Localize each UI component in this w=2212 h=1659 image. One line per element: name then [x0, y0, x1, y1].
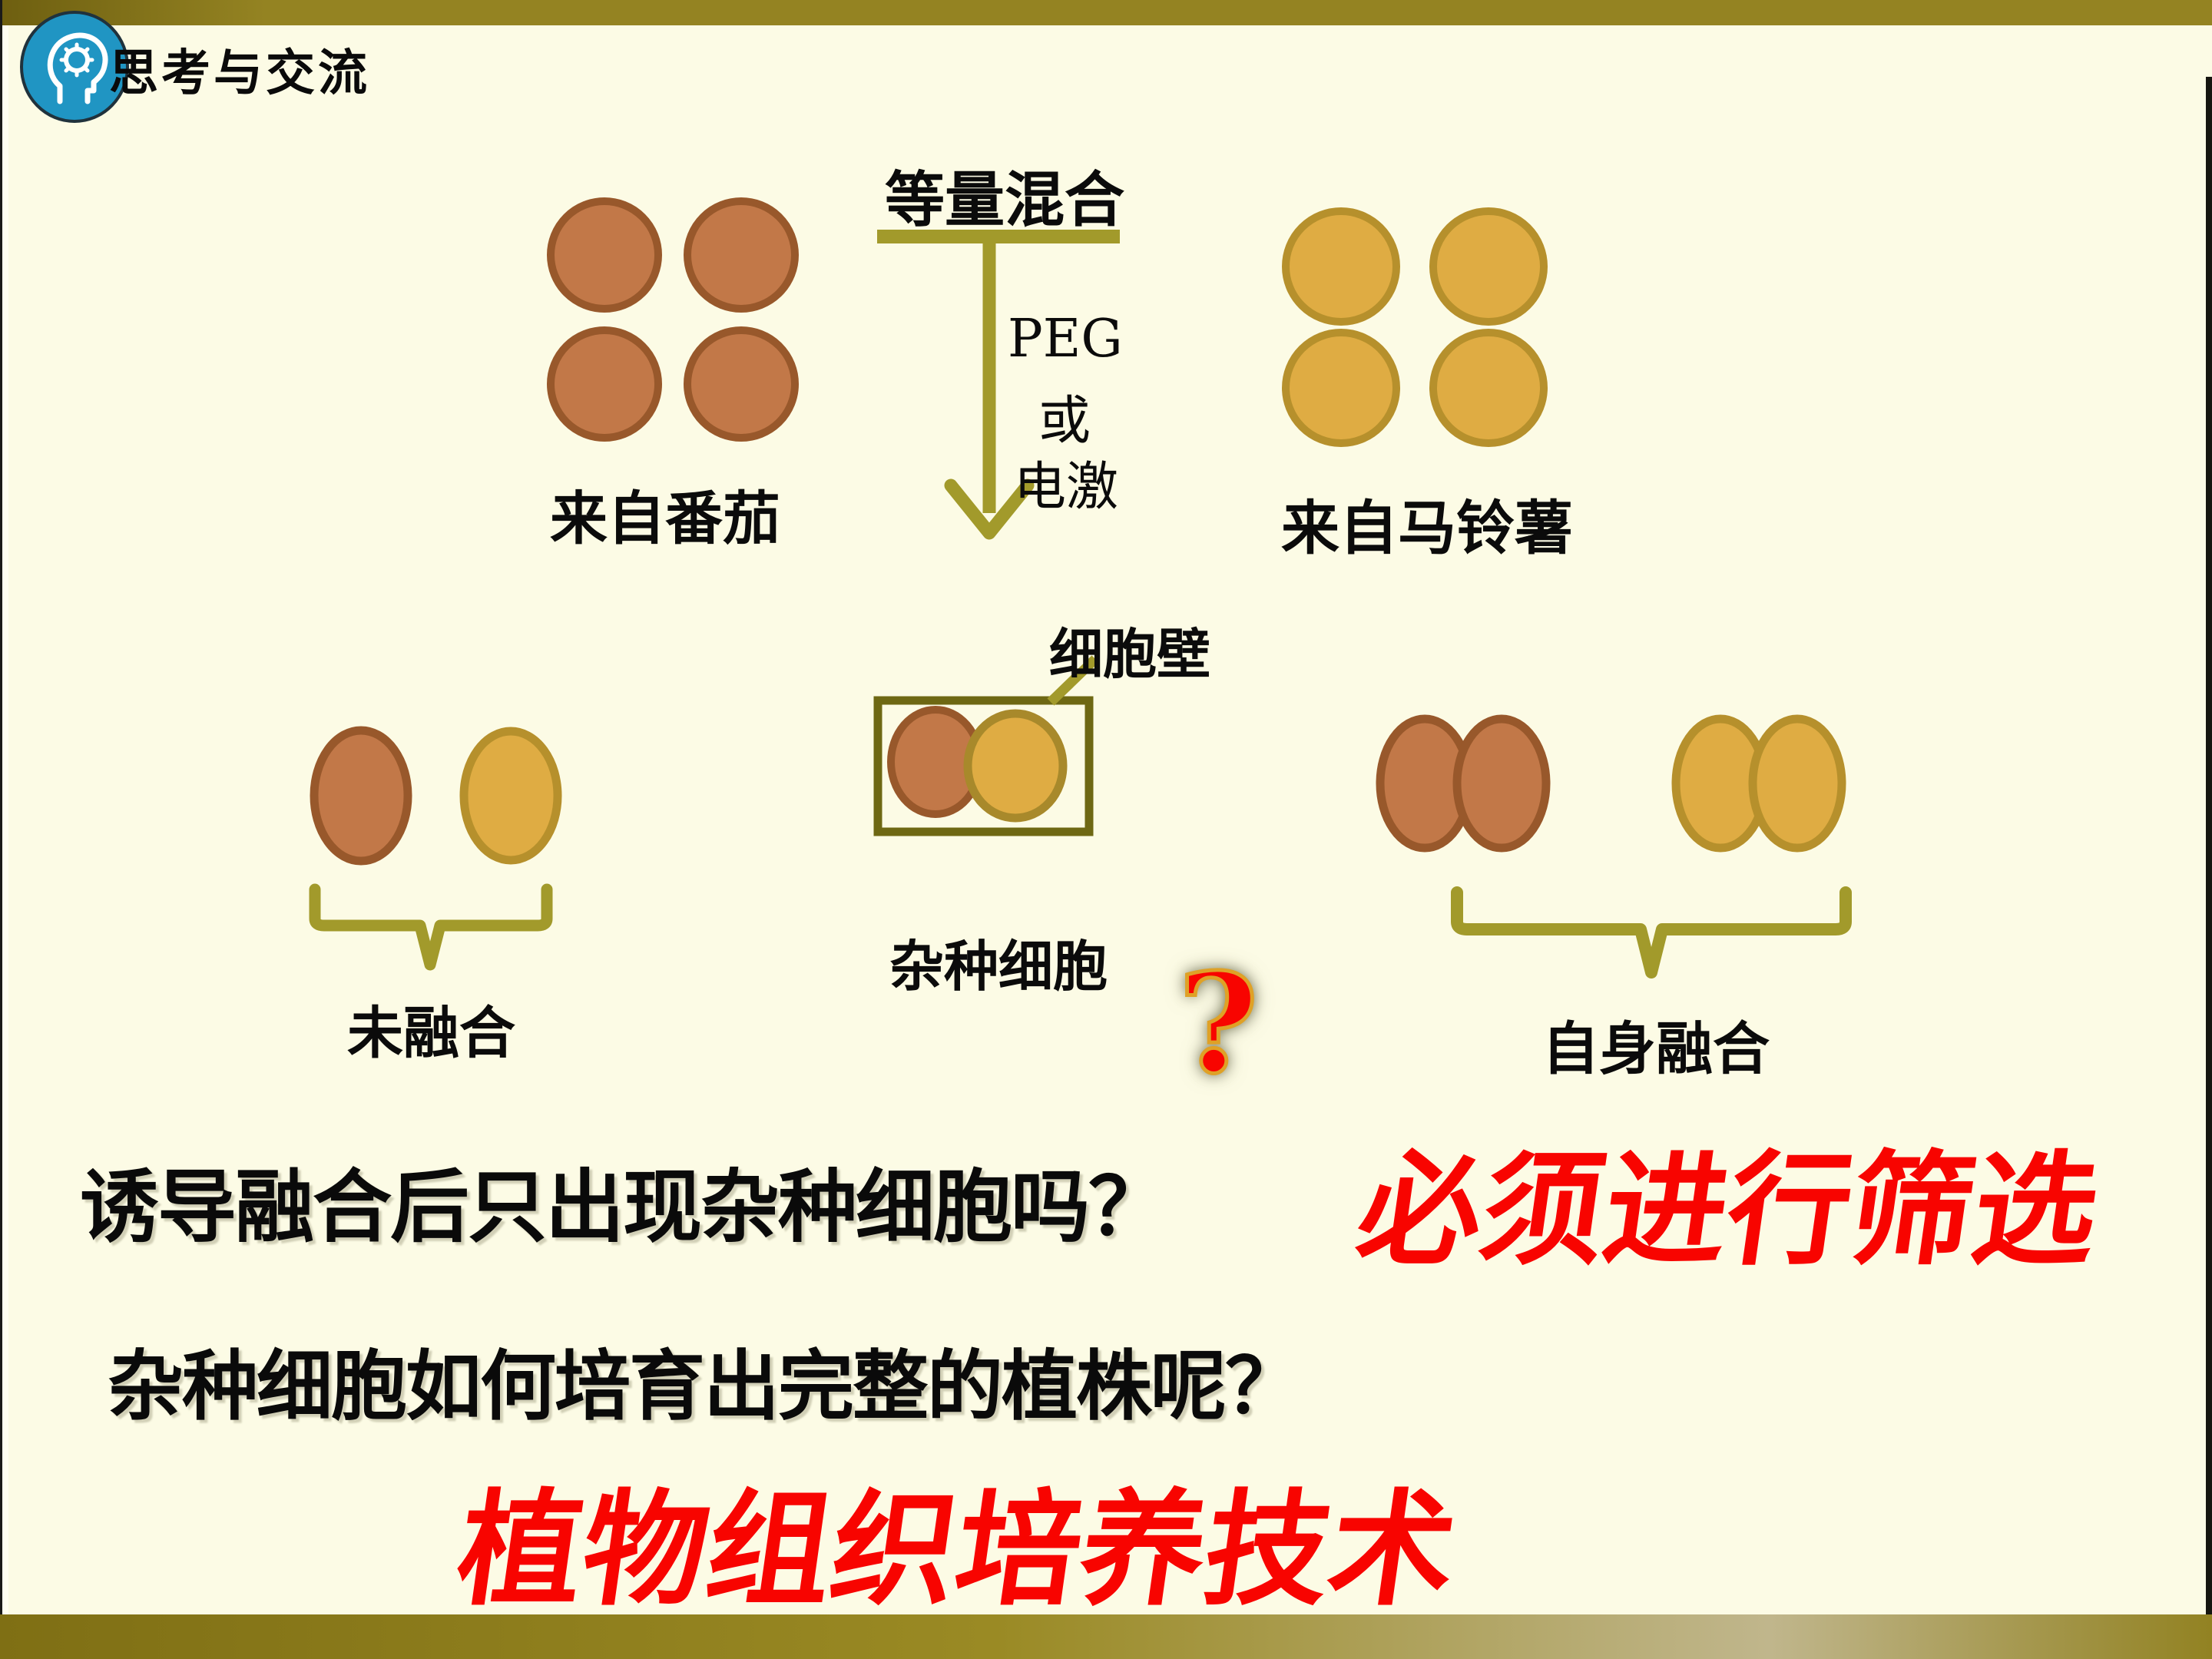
- method-or-label: 或: [1038, 391, 1091, 452]
- tomato-cell: [684, 326, 799, 442]
- potato-cell: [1429, 207, 1548, 326]
- self-fused-potato-pair: [1671, 714, 1846, 853]
- top-gold-bar: [0, 0, 2212, 25]
- method-shock-label: 电激: [1014, 457, 1119, 518]
- thinking-head-icon: [20, 11, 129, 123]
- cell-wall-box: [873, 696, 1094, 836]
- tomato-cell-group: [547, 197, 799, 442]
- potato-source-label: 来自马铃薯: [1281, 494, 1573, 562]
- cell-wall-label: 细胞壁: [1049, 622, 1210, 686]
- potato-cell: [1429, 329, 1548, 447]
- tomato-cell: [547, 197, 662, 313]
- bottom-gold-bar: [0, 1614, 2212, 1659]
- unfused-brace: [309, 883, 553, 971]
- hybrid-cell-label: 杂种细胞: [889, 934, 1108, 998]
- question-line-1: 诱导融合后只出现杂种细胞吗？: [80, 1161, 1167, 1253]
- question-mark: ?: [1176, 942, 1260, 1106]
- method-peg-label: PEG: [1008, 309, 1123, 369]
- tomato-source-label: 来自番茄: [550, 485, 781, 552]
- tomato-cell: [684, 197, 799, 313]
- question-line-2: 杂种细胞如何培育出完整的植株呢？: [108, 1343, 1301, 1431]
- unfused-label: 未融合: [347, 1000, 515, 1066]
- self-fused-brace: [1451, 886, 1852, 979]
- page-title: 思考与交流: [109, 45, 370, 102]
- hybrid-cell-potato-half: [963, 709, 1068, 823]
- answer-screening: 必须进行筛选: [1349, 1138, 2108, 1282]
- unfused-tomato-cell: [310, 726, 412, 866]
- fused-potato-cell: [1748, 714, 1846, 853]
- left-highlight-strip: [2, 25, 8, 1614]
- mix-label: 等量混合: [885, 165, 1125, 235]
- self-fused-tomato-pair: [1376, 714, 1551, 853]
- potato-cell: [1282, 329, 1400, 447]
- unfused-potato-cell: [459, 727, 562, 865]
- fused-tomato-cell: [1452, 714, 1551, 853]
- arrowhead-icon: [944, 478, 1035, 540]
- cell-wall-pointer-line: [1047, 655, 1099, 706]
- right-edge-strip: [2206, 77, 2212, 1614]
- answer-tissue-culture: 植物组织培养技术: [449, 1479, 1465, 1623]
- tomato-cell: [547, 326, 662, 442]
- self-fused-label: 自身融合: [1542, 1016, 1770, 1082]
- potato-cell-group: [1282, 207, 1548, 447]
- potato-cell: [1282, 207, 1400, 326]
- left-edge-strip: [0, 0, 2, 1659]
